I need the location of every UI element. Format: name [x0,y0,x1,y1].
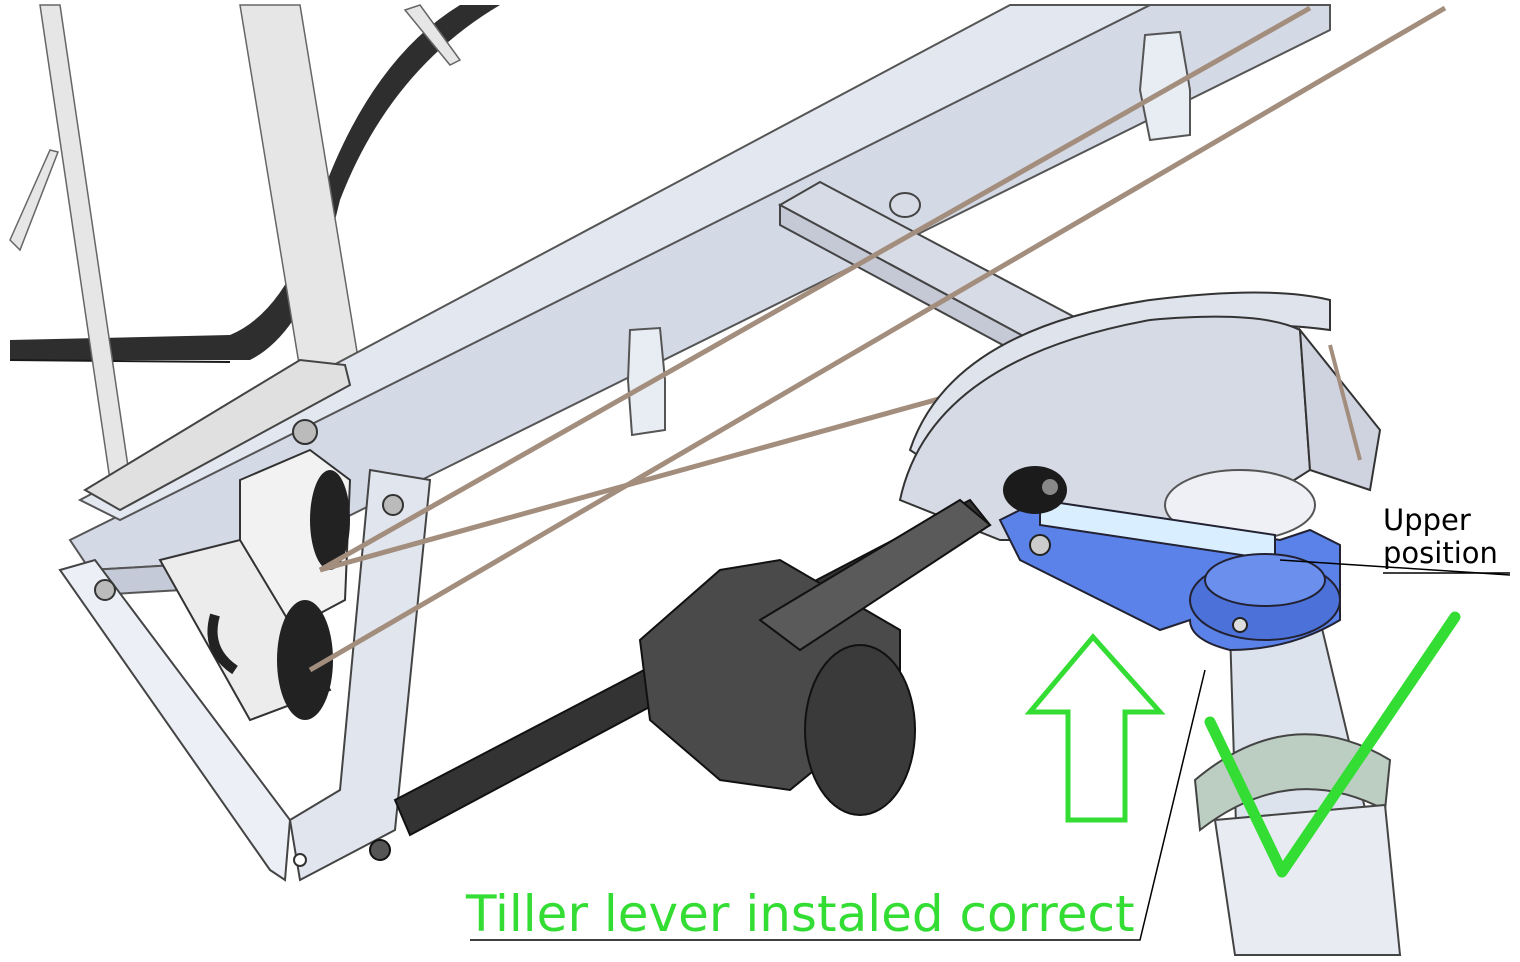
up-arrow-outline-icon [1024,633,1166,823]
standoff-posts [626,30,1191,437]
quadrant-sheave [898,291,1382,541]
upper-position-line1: Upper [1383,503,1471,537]
wheel-tire [9,5,500,363]
frame-beam [68,4,1331,597]
linear-actuator [369,498,992,861]
rudder-stock [1193,618,1402,956]
upper-position-label: Upper position [1383,504,1498,570]
pulley-block [158,448,352,722]
upper-position-line2: position [1383,536,1498,570]
wheel-rods [9,4,462,481]
tiller-lever [998,498,1341,652]
checkmark-icon [1204,611,1461,878]
mast-plate [83,358,352,512]
status-caption: Tiller lever instaled correct [466,885,1135,943]
left-bracket [58,419,432,882]
ball-joint [1003,466,1067,514]
